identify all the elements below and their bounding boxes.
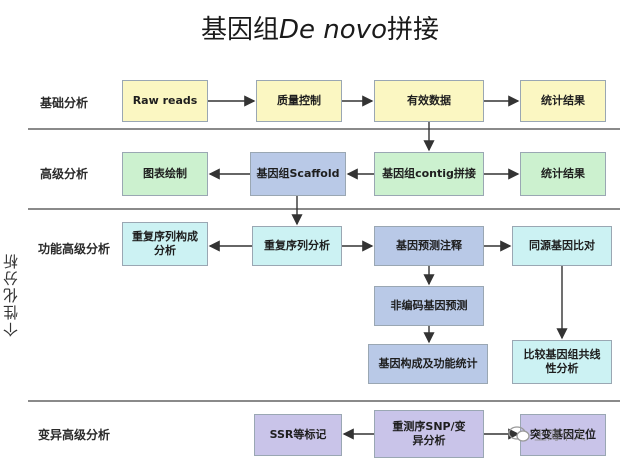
box-resequencing: 重测序SNP/变异分析 xyxy=(374,410,484,458)
title-suffix: 拼接 xyxy=(386,15,439,45)
box-noncoding-prediction: 非编码基因预测 xyxy=(374,286,484,326)
box-homolog-compare: 同源基因比对 xyxy=(512,226,612,266)
row-label-basic: 基础分析 xyxy=(40,96,89,110)
title-main: 基因组 xyxy=(201,15,280,45)
box-repeat-composition: 重复序列构成分析 xyxy=(122,222,208,266)
divider-1 xyxy=(28,128,620,130)
box-raw-reads: Raw reads xyxy=(122,80,208,122)
watermark: 上海个人 xyxy=(508,418,628,450)
box-stat-result-1: 统计结果 xyxy=(520,80,606,122)
title-italic: De novo xyxy=(279,15,387,45)
row-label-variant: 变异高级分析 xyxy=(38,428,111,442)
row-label-advanced: 高级分析 xyxy=(40,167,89,181)
diagram-title: 基因组De novo拼接 xyxy=(0,10,640,50)
divider-3 xyxy=(28,400,620,402)
watermark-text: 上海个人 xyxy=(534,428,587,444)
box-synteny-analysis: 比较基因组共线性分析 xyxy=(512,340,612,384)
box-mutation-location: 突变基因定位 xyxy=(520,414,606,456)
box-chart-drawing: 图表绘制 xyxy=(122,152,208,196)
box-repeat-analysis: 重复序列分析 xyxy=(252,226,342,266)
box-scaffold: 基因组Scaffold xyxy=(250,152,346,196)
box-valid-data: 有效数据 xyxy=(374,80,484,122)
divider-2 xyxy=(28,208,620,210)
box-gene-function-stat: 基因构成及功能统计 xyxy=(368,344,488,384)
box-ssr-markers: SSR等标记 xyxy=(254,414,342,456)
box-stat-result-2: 统计结果 xyxy=(520,152,606,196)
box-gene-prediction: 基因预测注释 xyxy=(374,226,484,266)
box-quality-control: 质量控制 xyxy=(256,80,342,122)
chat-bubble-icon xyxy=(508,426,530,442)
box-contig-assembly: 基因组contig拼接 xyxy=(374,152,484,196)
row-label-functional: 功能高级分析 xyxy=(38,242,111,256)
